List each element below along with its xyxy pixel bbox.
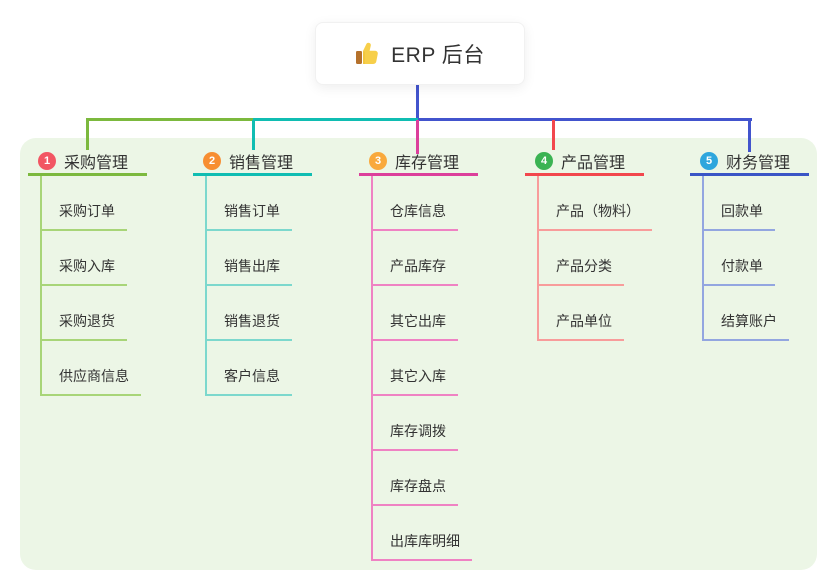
branch-children: 采购订单 采购入库 采购退货 供应商信息 (40, 176, 178, 396)
connector-horizontal-blue (418, 118, 752, 121)
branch-node[interactable]: 2 销售管理 (193, 148, 312, 176)
child-row: 产品单位 (539, 286, 675, 341)
child-row: 产品分类 (539, 231, 675, 286)
root-node[interactable]: ERP 后台 (315, 22, 525, 85)
branch-node[interactable]: 5 财务管理 (690, 148, 809, 176)
child-node[interactable]: 库存调拨 (373, 421, 458, 451)
child-node[interactable]: 仓库信息 (373, 201, 458, 231)
child-node[interactable]: 其它入库 (373, 366, 458, 396)
child-node[interactable]: 客户信息 (207, 366, 292, 396)
branch-children: 仓库信息 产品库存 其它出库 其它入库 库存调拨 库存盘点 出库库明细 (371, 176, 509, 561)
child-node[interactable]: 采购退货 (42, 311, 127, 341)
branch-label: 财务管理 (726, 154, 791, 172)
child-row: 产品库存 (373, 231, 509, 286)
child-node[interactable]: 产品单位 (539, 311, 624, 341)
branch: 3 库存管理 仓库信息 产品库存 其它出库 其它入库 库存调拨 库存盘点 出库库… (359, 148, 509, 561)
child-node[interactable]: 供应商信息 (42, 366, 141, 396)
child-node[interactable]: 出库库明细 (373, 531, 472, 561)
branch-number-badge: 3 (369, 151, 387, 170)
child-node[interactable]: 产品分类 (539, 256, 624, 286)
branch-node[interactable]: 1 采购管理 (28, 148, 147, 176)
child-row: 库存调拨 (373, 396, 509, 451)
connector-drop-branch1 (86, 120, 89, 150)
child-node[interactable]: 采购入库 (42, 256, 127, 286)
connector-drop-branch5 (748, 120, 751, 152)
branch-node[interactable]: 4 产品管理 (525, 148, 644, 176)
branch-number-badge: 2 (203, 151, 221, 170)
branch-children: 产品（物料） 产品分类 产品单位 (537, 176, 675, 341)
child-row: 其它出库 (373, 286, 509, 341)
child-row: 出库库明细 (373, 506, 509, 561)
child-node[interactable]: 产品（物料） (539, 201, 652, 231)
connector-drop-branch4 (552, 120, 555, 150)
branch-children: 回款单 付款单 结算账户 (702, 176, 839, 341)
child-row: 库存盘点 (373, 451, 509, 506)
child-row: 其它入库 (373, 341, 509, 396)
branch: 5 财务管理 回款单 付款单 结算账户 (690, 148, 839, 341)
connector-root-line (416, 85, 419, 121)
child-node[interactable]: 采购订单 (42, 201, 127, 231)
child-row: 仓库信息 (373, 176, 509, 231)
child-row: 供应商信息 (42, 341, 178, 396)
child-row: 采购入库 (42, 231, 178, 286)
connector-horizontal-teal (253, 118, 418, 121)
branch: 4 产品管理 产品（物料） 产品分类 产品单位 (525, 148, 675, 341)
connector-drop-branch3 (416, 120, 419, 154)
child-node[interactable]: 结算账户 (704, 311, 789, 341)
connector-drop-branch2 (252, 120, 255, 150)
child-node[interactable]: 其它出库 (373, 311, 458, 341)
branch-label: 库存管理 (395, 154, 460, 172)
child-row: 销售退货 (207, 286, 343, 341)
child-row: 结算账户 (704, 286, 839, 341)
branch: 1 采购管理 采购订单 采购入库 采购退货 供应商信息 (28, 148, 178, 396)
child-node[interactable]: 产品库存 (373, 256, 458, 286)
child-row: 客户信息 (207, 341, 343, 396)
branch-number-badge: 4 (535, 151, 553, 170)
branches-panel (20, 138, 817, 570)
branch-children: 销售订单 销售出库 销售退货 客户信息 (205, 176, 343, 396)
child-node[interactable]: 销售出库 (207, 256, 292, 286)
branch-node[interactable]: 3 库存管理 (359, 148, 478, 176)
child-row: 付款单 (704, 231, 839, 286)
branch-label: 产品管理 (561, 154, 626, 172)
root-label: ERP 后台 (391, 43, 485, 67)
branch-label: 销售管理 (229, 154, 294, 172)
child-row: 回款单 (704, 176, 839, 231)
child-node[interactable]: 回款单 (704, 201, 775, 231)
child-node[interactable]: 销售退货 (207, 311, 292, 341)
child-node[interactable]: 付款单 (704, 256, 775, 286)
child-row: 采购订单 (42, 176, 178, 231)
thumbs-up-icon (356, 42, 379, 64)
child-row: 产品（物料） (539, 176, 675, 231)
branch-number-badge: 1 (38, 151, 56, 170)
connector-horizontal-green (86, 118, 253, 121)
branch-label: 采购管理 (64, 154, 129, 172)
child-node[interactable]: 库存盘点 (373, 476, 458, 506)
branch-number-badge: 5 (700, 151, 718, 170)
child-row: 销售订单 (207, 176, 343, 231)
child-row: 销售出库 (207, 231, 343, 286)
branch: 2 销售管理 销售订单 销售出库 销售退货 客户信息 (193, 148, 343, 396)
child-row: 采购退货 (42, 286, 178, 341)
child-node[interactable]: 销售订单 (207, 201, 292, 231)
